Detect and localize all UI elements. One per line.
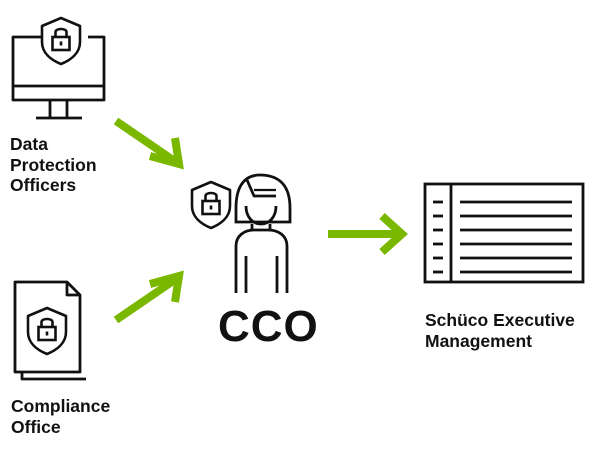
data-protection-officers-label: Data Protection Officers	[10, 134, 97, 196]
arrow-cco-to-management	[328, 213, 408, 255]
person-with-shield-lock-icon	[190, 173, 292, 293]
documents-with-shield-lock-icon	[13, 280, 86, 381]
compliance-office-label: Compliance Office	[11, 396, 111, 437]
executive-management-label: Schüco Executive Management	[425, 310, 575, 351]
arrow-dpo-to-cco	[113, 117, 184, 170]
cco-label: CCO	[218, 302, 319, 351]
monitor-with-shield-lock-icon	[11, 16, 106, 120]
report-list-icon	[423, 182, 585, 284]
arrow-compliance-to-cco	[113, 270, 184, 324]
